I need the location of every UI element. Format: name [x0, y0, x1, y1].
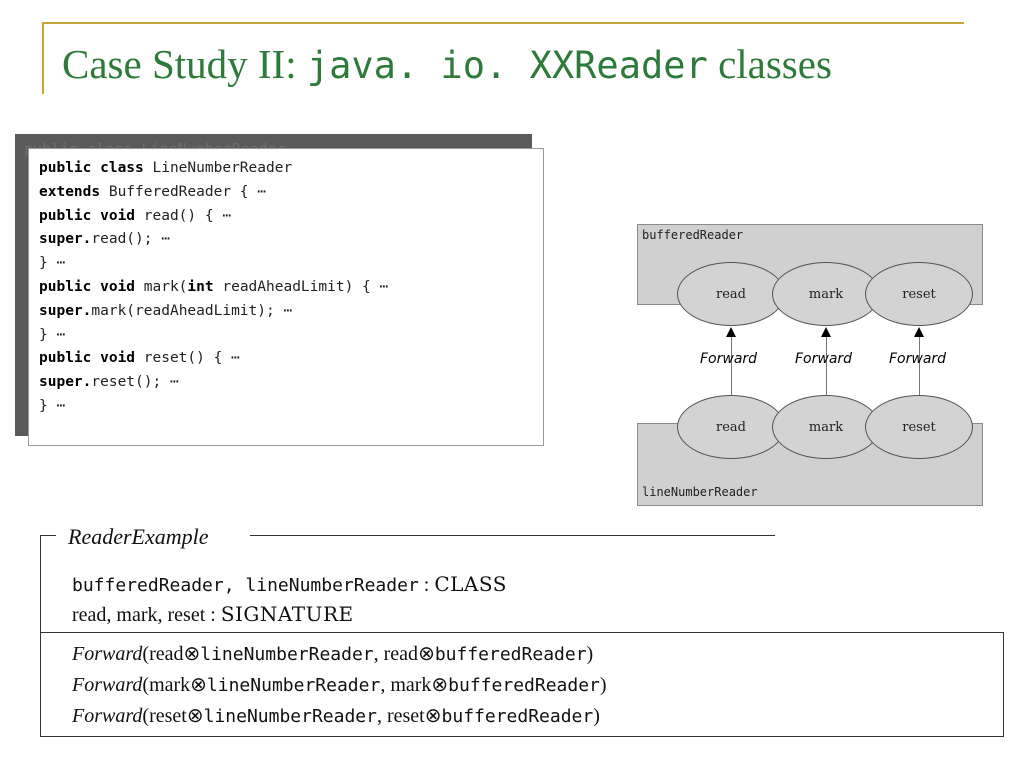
- code-line: super.reset(); ⋯: [39, 371, 388, 395]
- axiom-class: lineNumberReader: [200, 644, 374, 665]
- forward-arrow-line-read: [731, 336, 732, 396]
- spec-sig-sort: SIGNATURE: [220, 602, 354, 626]
- spec-class-idents: bufferedReader, lineNumberReader: [72, 575, 419, 596]
- title-code: java. io. XXReader: [306, 44, 708, 87]
- code-keyword: public class: [39, 160, 144, 176]
- forward-arrow-head-mark: [821, 327, 831, 337]
- axiom-pred: Forward: [72, 674, 143, 696]
- axiom-method: reset: [149, 705, 187, 727]
- tensor-symbol: ⊗: [183, 643, 201, 665]
- axiom-method: reset: [386, 705, 425, 727]
- title-prefix: Case Study II:: [62, 41, 307, 87]
- axiom-class: lineNumberReader: [203, 706, 377, 727]
- spec-frame-tick: [40, 535, 56, 536]
- code-text: } ⋯: [39, 397, 66, 414]
- bottom-method-mark: mark: [772, 395, 880, 459]
- top-method-reset: reset: [865, 262, 973, 326]
- slide-title: Case Study II: java. io. XXReader classe…: [62, 40, 832, 88]
- axiom-class: bufferedReader: [448, 675, 600, 696]
- code-keyword: extends: [39, 183, 101, 200]
- axiom-box: [40, 632, 1004, 737]
- top-method-mark: mark: [772, 262, 880, 326]
- title-suffix: classes: [718, 41, 832, 87]
- code-text: BufferedReader { ⋯: [100, 183, 266, 200]
- code-line: } ⋯: [39, 324, 388, 348]
- bottom-method-reset: reset: [865, 395, 973, 459]
- code-text: reset(); ⋯: [91, 374, 179, 391]
- code-text: read(); ⋯: [91, 231, 170, 248]
- code-line: public void read() { ⋯: [39, 205, 388, 229]
- line-number-reader-label: lineNumberReader: [642, 485, 758, 499]
- code-keyword: public void: [39, 350, 136, 367]
- bottom-method-read: read: [677, 395, 785, 459]
- tensor-symbol: ⊗: [190, 674, 207, 696]
- code-line: public void reset() { ⋯: [39, 347, 388, 371]
- axiom-mark: Forward(mark⊗lineNumberReader, mark⊗buff…: [72, 674, 607, 696]
- code-line: super.mark(readAheadLimit); ⋯: [39, 300, 388, 324]
- axiom-method: mark: [390, 674, 432, 696]
- spec-signature-line: read, mark, reset : SIGNATURE: [72, 602, 354, 627]
- spec-name: ReaderExample: [68, 524, 209, 549]
- axiom-pred: Forward: [72, 705, 143, 727]
- code-keyword: public void: [39, 278, 136, 295]
- code-text: readAheadLimit) { ⋯: [213, 278, 389, 295]
- forward-arrow-head-reset: [914, 327, 924, 337]
- code-text: LineNumberReader: [143, 160, 293, 176]
- forwarding-diagram: bufferedReader lineNumberReader read mar…: [637, 224, 983, 506]
- code-line: public class LineNumberReader: [39, 157, 388, 181]
- axiom-read: Forward(read⊗lineNumberReader, read⊗buff…: [72, 643, 594, 665]
- forward-arrow-line-reset: [919, 336, 920, 396]
- tensor-symbol: ⊗: [424, 705, 442, 727]
- axiom-class: bufferedReader: [434, 644, 587, 665]
- axiom-method: mark: [149, 674, 191, 696]
- forward-label-reset: Forward: [889, 351, 947, 367]
- code-keyword: public void: [39, 207, 136, 224]
- spec-sig-idents: read, mark, reset: [72, 604, 206, 626]
- code-line: extends BufferedReader { ⋯: [39, 181, 388, 205]
- code-text: } ⋯: [39, 326, 66, 343]
- buffered-reader-label: bufferedReader: [642, 228, 744, 242]
- code-line: } ⋯: [39, 395, 388, 419]
- tensor-symbol: ⊗: [418, 643, 435, 665]
- axiom-class: lineNumberReader: [206, 675, 381, 696]
- spec-frame-top: [250, 535, 775, 536]
- top-method-read: read: [677, 262, 785, 326]
- tensor-symbol: ⊗: [186, 705, 204, 727]
- title-top-rule: [42, 22, 964, 24]
- axiom-method: read: [149, 643, 184, 665]
- axiom-reset: Forward(reset⊗lineNumberReader, reset⊗bu…: [72, 705, 600, 727]
- code-text: mark(readAheadLimit); ⋯: [91, 302, 293, 319]
- code-keyword: int: [187, 278, 214, 295]
- forward-arrow-line-mark: [826, 336, 827, 396]
- forward-arrow-head-read: [726, 327, 736, 337]
- spec-class-sort: CLASS: [434, 572, 507, 596]
- axiom-method: read: [383, 643, 419, 665]
- forward-label-read: Forward: [700, 351, 758, 367]
- spec-sig-sep: :: [205, 604, 221, 626]
- code-keyword: super.: [39, 374, 92, 391]
- spec-class-sep: :: [418, 574, 435, 596]
- code-text: } ⋯: [39, 255, 66, 272]
- code-lines: public class LineNumberReader extends Bu…: [39, 157, 388, 419]
- code-line: } ⋯: [39, 252, 388, 276]
- code-keyword: super.: [39, 231, 92, 248]
- code-box: public class LineNumberReader extends Bu…: [28, 148, 544, 446]
- code-text: mark(: [135, 278, 188, 295]
- spec-class-line: bufferedReader, lineNumberReader : CLASS: [72, 572, 507, 597]
- code-text: read() { ⋯: [135, 207, 232, 224]
- forward-label-mark: Forward: [795, 351, 853, 367]
- code-text: reset() { ⋯: [135, 350, 240, 367]
- code-keyword: super.: [39, 302, 92, 319]
- tensor-symbol: ⊗: [431, 674, 449, 696]
- code-line: public void mark(int readAheadLimit) { ⋯: [39, 276, 388, 300]
- axiom-class: bufferedReader: [441, 706, 594, 727]
- code-line: super.read(); ⋯: [39, 228, 388, 252]
- title-left-rule: [42, 22, 44, 94]
- axiom-pred: Forward: [72, 643, 143, 665]
